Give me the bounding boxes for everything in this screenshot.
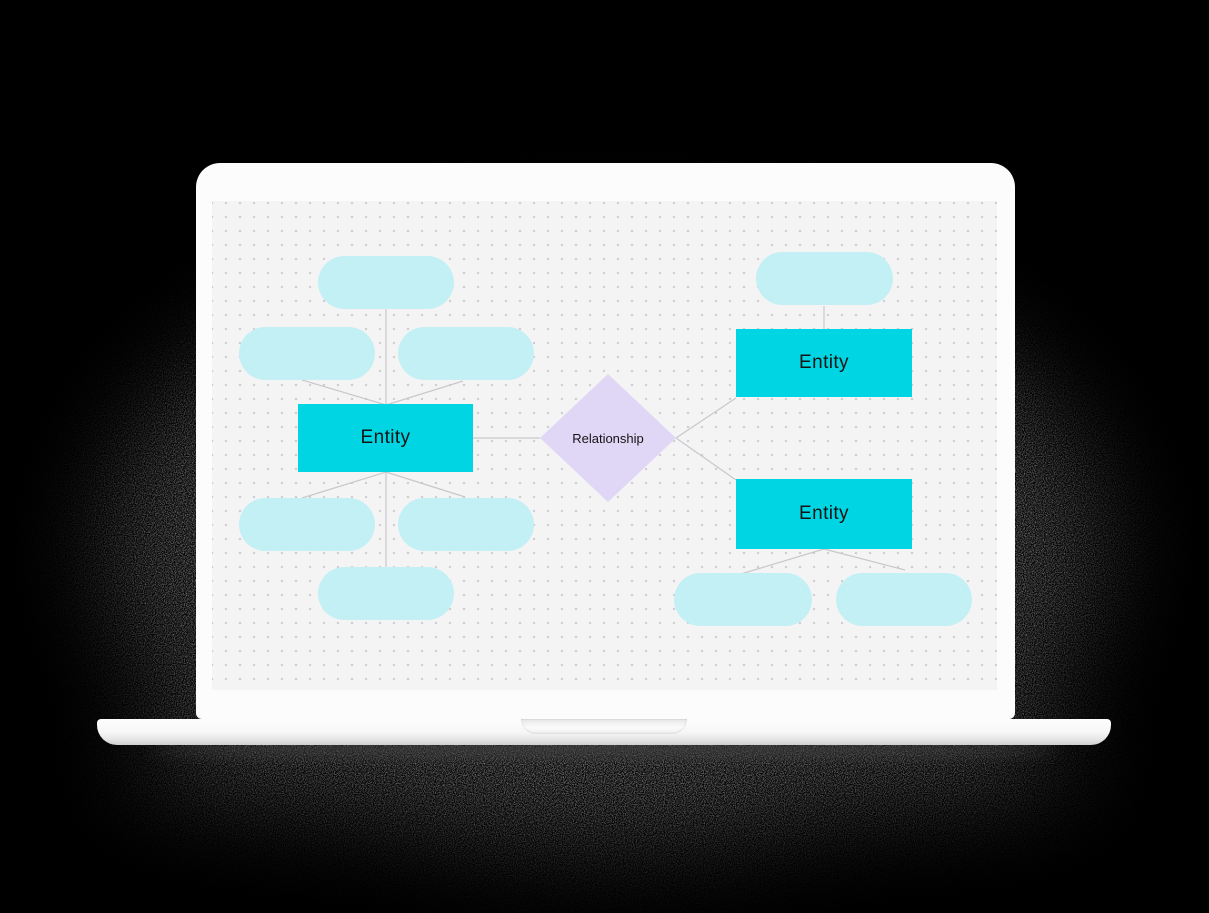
attribute-node-left-top (318, 256, 454, 309)
connector-line (385, 471, 466, 498)
connector-line (675, 397, 737, 439)
connector-line (823, 548, 906, 571)
attribute-node-right-top (756, 252, 893, 305)
connector-line (301, 379, 387, 406)
connector-line (675, 437, 737, 481)
attribute-node-right-bottom-right (836, 573, 972, 626)
entity-label: Entity (799, 352, 849, 373)
laptop-base (97, 719, 1111, 745)
connector-line (301, 471, 387, 499)
laptop-screen: Entity Entity Entity Relationship (196, 163, 1015, 719)
diagram-canvas: Entity Entity Entity Relationship (212, 201, 997, 690)
connector-lines (301, 306, 906, 575)
attribute-node-right-bottom-left (674, 573, 812, 626)
entity-label: Entity (360, 427, 411, 448)
attribute-node-left-bottom (318, 567, 454, 620)
attribute-node-left-mid-right (398, 327, 534, 380)
attribute-node-left-mid-left (239, 327, 375, 380)
entity-node-right-bottom: Entity (736, 479, 912, 549)
connector-line (385, 380, 464, 406)
attribute-node-left-lower-right (398, 498, 534, 551)
attribute-node-left-lower-left (239, 498, 375, 551)
entity-label: Entity (799, 503, 849, 524)
thumb-scoop (521, 719, 687, 734)
relationship-label: Relationship (572, 430, 644, 446)
connector-line (740, 548, 825, 575)
laptop-shadow (150, 744, 1060, 756)
entity-node-left: Entity (298, 404, 473, 472)
entity-node-right-top: Entity (736, 329, 912, 397)
